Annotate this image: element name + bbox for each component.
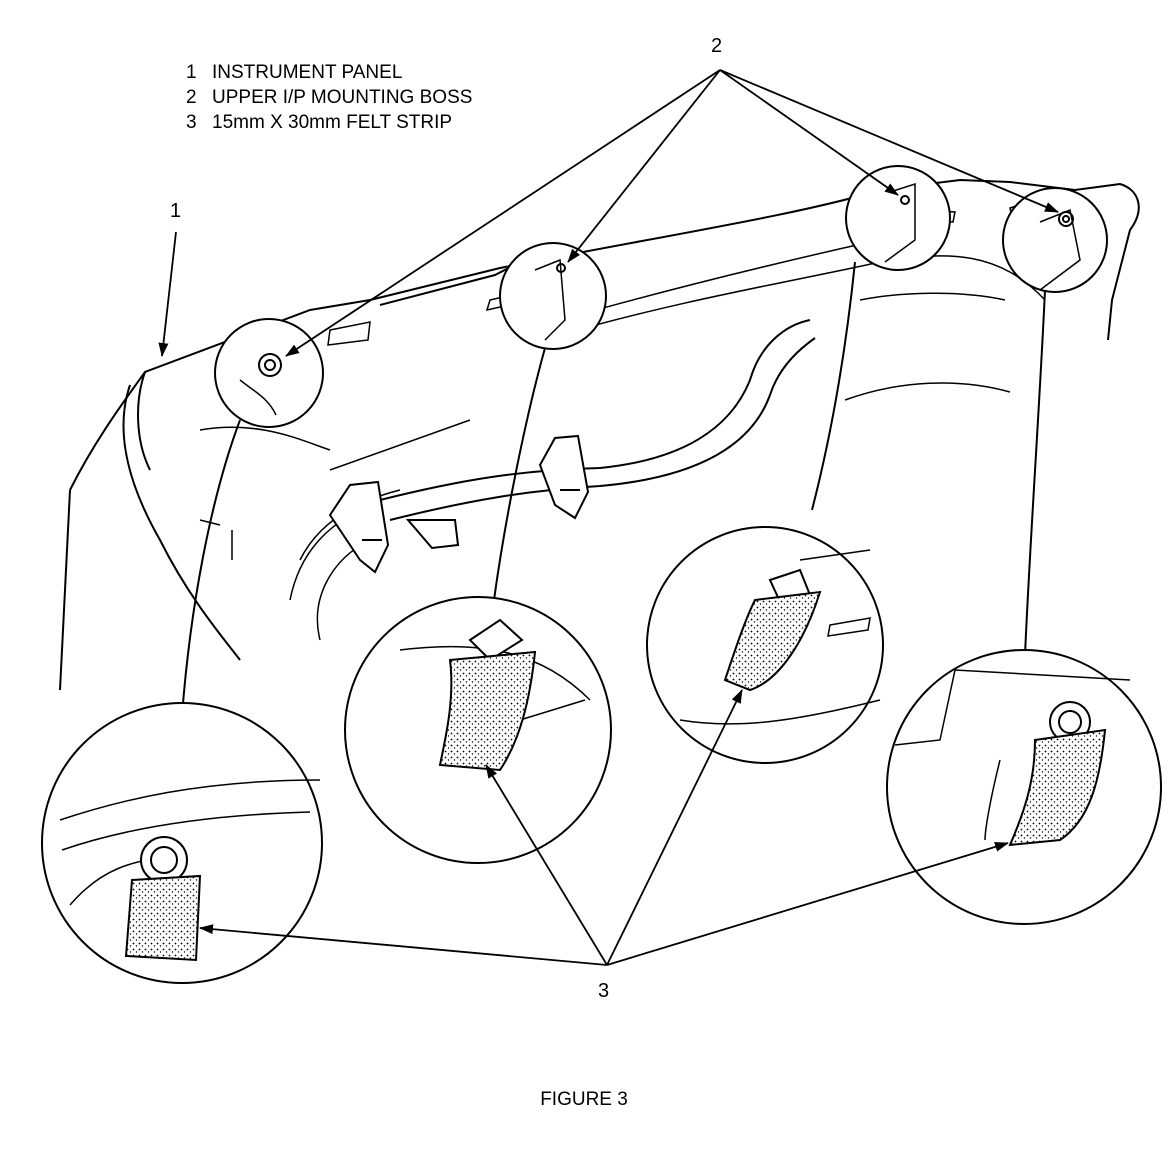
felt-detail-circle-4 bbox=[886, 649, 1162, 925]
legend-item-1: 1 INSTRUMENT PANEL bbox=[186, 60, 472, 85]
legend-item-2: 2 UPPER I/P MOUNTING BOSS bbox=[186, 85, 472, 110]
felt-detail-circle-1 bbox=[41, 702, 323, 984]
felt-detail-circle-3 bbox=[646, 526, 884, 764]
arrow-3-felt-2 bbox=[485, 764, 608, 966]
legend-number: 2 bbox=[186, 87, 197, 108]
arrow-3-felt-4 bbox=[606, 842, 1009, 966]
callout-arrows bbox=[158, 69, 1059, 966]
arrow-2-boss-1 bbox=[285, 69, 721, 357]
legend-text: UPPER I/P MOUNTING BOSS bbox=[212, 87, 473, 108]
boss-detail-circle-2 bbox=[499, 242, 607, 350]
legend-number: 3 bbox=[186, 112, 197, 133]
callout-label-3: 3 bbox=[598, 980, 610, 1002]
harness-clip-left bbox=[328, 480, 460, 574]
arrow-2-boss-2 bbox=[567, 69, 721, 263]
arrow-3-felt-3 bbox=[606, 689, 743, 966]
boss-detail-circle-1 bbox=[214, 318, 324, 428]
felt-detail-circle-2 bbox=[344, 596, 612, 864]
instrument-panel-outline bbox=[59, 178, 1140, 691]
arrow-2-boss-3 bbox=[719, 69, 899, 196]
detail-leader-lines bbox=[181, 261, 1046, 717]
boss-detail-circle-4 bbox=[1002, 187, 1108, 293]
legend-item-3: 3 15mm X 30mm FELT STRIP bbox=[186, 110, 472, 135]
callout-label-2: 2 bbox=[711, 35, 723, 57]
figure-caption: FIGURE 3 bbox=[540, 1089, 628, 1110]
legend-text: INSTRUMENT PANEL bbox=[212, 62, 403, 83]
legend-number: 1 bbox=[186, 62, 197, 83]
callout-label-1: 1 bbox=[170, 200, 182, 222]
arrow-3-felt-1 bbox=[199, 924, 608, 966]
legend-text: 15mm X 30mm FELT STRIP bbox=[212, 112, 453, 133]
legend: 1 INSTRUMENT PANEL 2 UPPER I/P MOUNTING BO… bbox=[186, 60, 472, 135]
boss-detail-circle-3 bbox=[845, 165, 951, 271]
wiring-harness bbox=[379, 319, 816, 521]
arrow-1-panel bbox=[158, 231, 177, 357]
arrow-2-boss-4 bbox=[719, 69, 1059, 213]
harness-clip-right bbox=[538, 434, 590, 520]
